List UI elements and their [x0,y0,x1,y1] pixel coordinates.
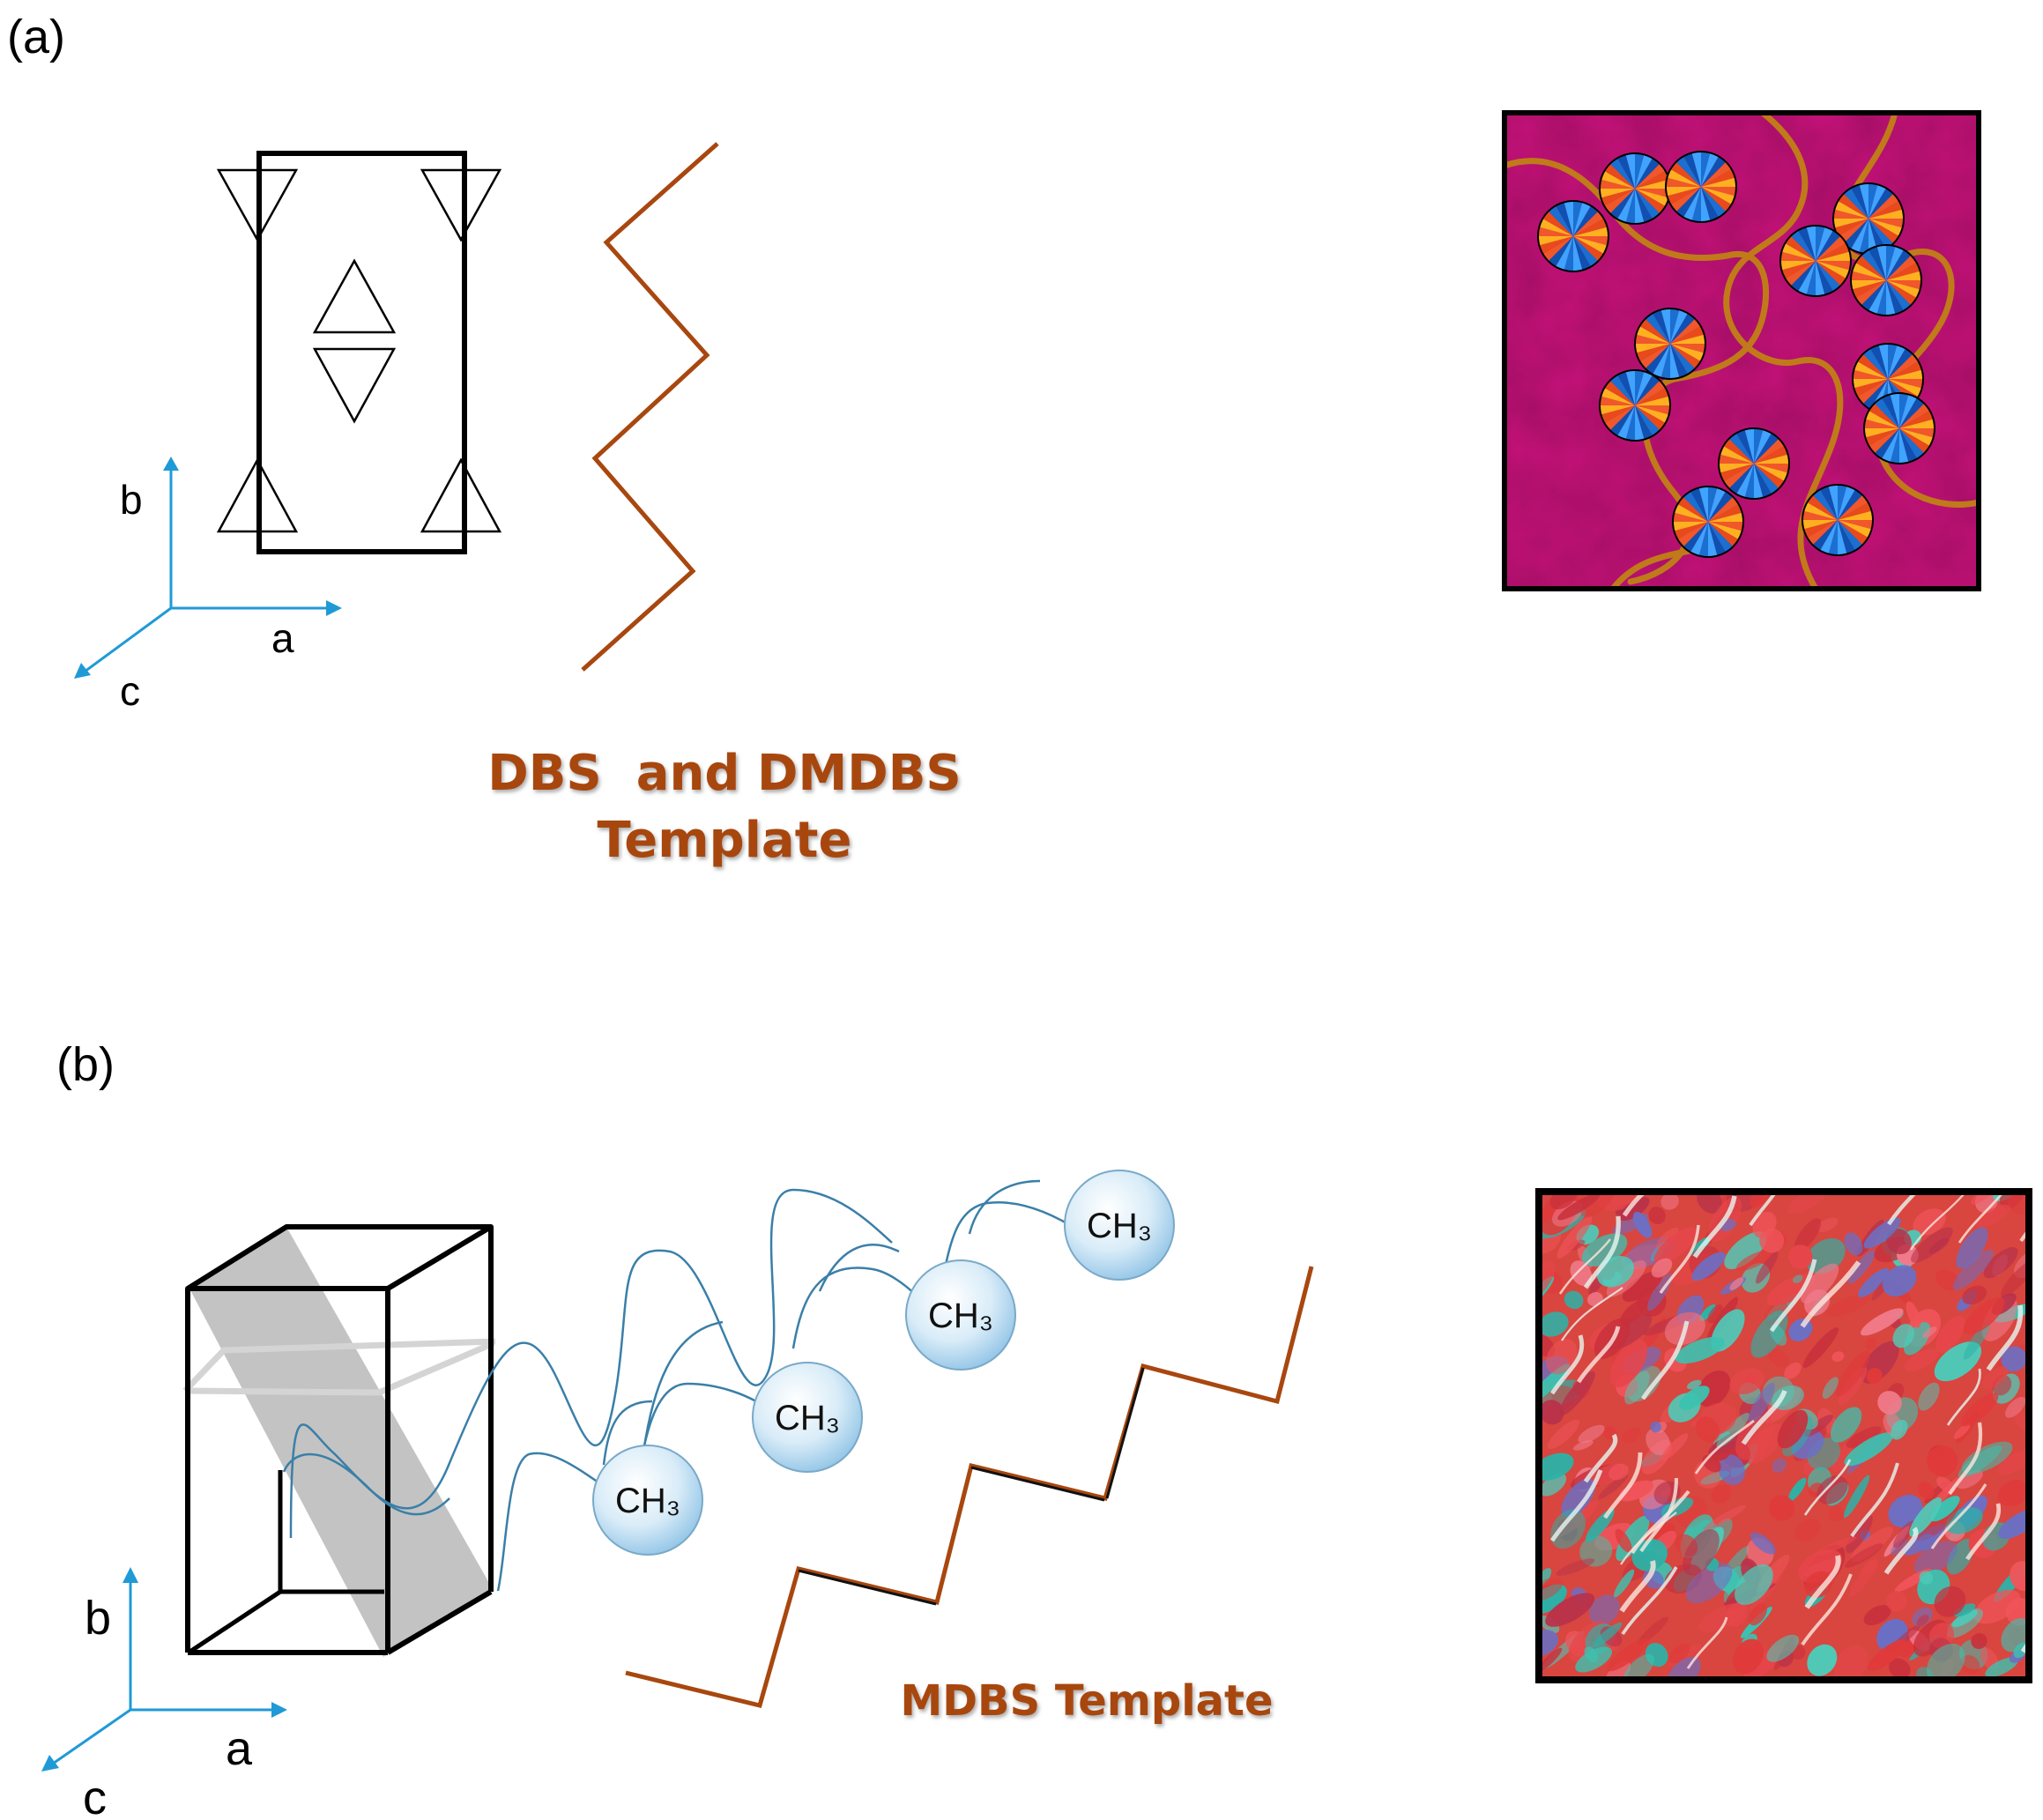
spherulite [1672,486,1744,558]
template-label-a-line1: DBS and DMDBS [487,745,961,802]
methyl-sphere: CH₃ [592,1445,703,1556]
methyl-label: CH₃ [775,1399,840,1437]
grain-boundary [1723,113,1844,589]
gray-bond [184,1340,495,1396]
micrograph-b [1535,1188,2032,1683]
methyl-label: CH₃ [928,1296,993,1335]
spherulite [1779,225,1852,297]
spherulite [1863,392,1935,464]
axes-a [74,457,342,679]
spherulite [1599,369,1671,442]
corner-triangle-bl [216,457,299,533]
micrograph-a [1502,110,1981,591]
side-chain [282,1452,450,1516]
corner-triangle-tl [216,168,299,242]
unit-cell-a [216,151,502,554]
template-label-b: MDBS Template [900,1676,1273,1726]
methyl-groups: CH₃ CH₃ CH₃ CH₃ [592,1170,1175,1556]
spherulite [1599,152,1671,225]
spherulite-group [1537,151,1935,558]
spherulite [1850,244,1922,316]
template-step-shadow [798,1367,1145,1606]
spherulite [1832,182,1905,255]
spherulite [1537,200,1609,272]
spherulite [1634,308,1706,380]
spherulite [1665,151,1737,223]
axis-a-label-a: a [271,615,294,661]
panel-b-label: (b) [56,1038,115,1091]
center-triangle-down [312,347,397,424]
template-zigzag-a [581,142,719,672]
axis-c-label-b: c [83,1772,107,1820]
spherulite [1718,427,1790,500]
corner-triangle-tr [420,168,502,242]
center-triangle-up [312,258,397,334]
methyl-sphere: CH₃ [752,1362,863,1473]
methyl-label: CH₃ [615,1482,680,1520]
diagonal-plane [189,1227,493,1657]
unit-cell-b [182,1224,496,1657]
axes-b [41,1567,287,1772]
gray-bond [182,1338,496,1393]
methyl-sphere: CH₃ [1064,1170,1175,1281]
spherulite [1802,484,1874,556]
methyl-sphere: CH₃ [905,1259,1016,1371]
corner-triangle-br [420,457,502,533]
axis-b-label-b: b [85,1592,111,1645]
axis-b-label-a: b [120,477,143,523]
side-chain [943,1201,1085,1270]
template-steps-b [625,1266,1314,1708]
methyl-label: CH₃ [1087,1207,1152,1245]
axis-c-label-a: c [120,668,140,714]
axis-a-label-b: a [226,1722,253,1775]
panel-a-label: (a) [7,11,65,63]
template-label-a-line2: Template [598,812,852,869]
